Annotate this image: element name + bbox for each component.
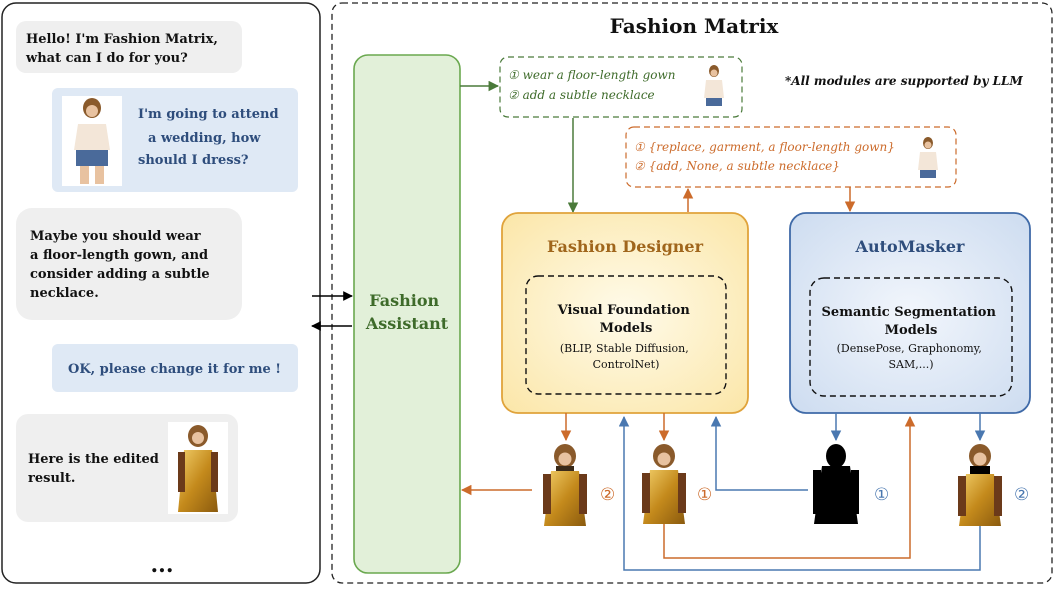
chat-bubble-1: [16, 21, 242, 73]
plan-step-1: ① wear a floor-length gown: [508, 68, 675, 82]
chat-bubble-3: [16, 208, 242, 320]
chat-msg3-line4: necklace.: [30, 286, 99, 301]
svg-text:Hello! I'm Fashion Matrix,: Hello! I'm Fashion Matrix, what can I do…: [25, 32, 222, 66]
parsed-thumbnail: [918, 137, 938, 178]
mask-image-1: [813, 444, 859, 524]
assistant-label-line2: Assistant: [365, 314, 449, 333]
svg-text:Fashion Assistant: Fashion Assistant: [365, 291, 449, 333]
fashion-designer-box: [501, 212, 749, 414]
svg-text:Visual Foundation Models: Visual Foundation Models: [557, 303, 695, 336]
svg-text:Here is the edited result.: Here is the edited result.: [28, 452, 163, 486]
svg-text:① wear a floor-length gown: ① wear a floor-length gown ② add a subtl…: [508, 68, 679, 102]
plan-box: [499, 56, 743, 118]
arrow-mask2-to-designer: [618, 415, 981, 571]
chat-msg1-line1: Hello! I'm Fashion Matrix,: [26, 32, 218, 47]
arrow-result1-to-automasker: [663, 415, 916, 559]
parsed-step-2: ② {add, None, a subtle necklace}: [634, 159, 840, 173]
chat-msg2-line2: a wedding, how: [148, 131, 261, 146]
designer-inner-title-1: Visual Foundation: [557, 303, 691, 318]
chat-ellipsis: ...: [151, 552, 174, 578]
svg-text:Maybe you should wear a fl: Maybe you should wear a floor-length gow…: [30, 229, 214, 301]
svg-text:(DensePose, Graphonomy, SA: (DensePose, Graphonomy, SAM,...): [837, 342, 986, 371]
chat-msg5-line1: Here is the edited: [28, 452, 159, 467]
fashion-assistant-box: [353, 54, 461, 574]
llm-note: *All modules are supported by LLM: [785, 74, 1023, 88]
result-image-2: [543, 444, 587, 526]
arrow-mask1-to-designer: [710, 415, 808, 491]
automasker-inner-title-1: Semantic Segmentation: [822, 305, 997, 320]
chat-msg4: OK, please change it for me !: [68, 362, 281, 377]
designer-title: Fashion Designer: [547, 237, 704, 256]
parsed-step-1: ① {replace, garment, a floor-length gown…: [634, 140, 895, 154]
mask-label-2: ②: [1014, 485, 1029, 505]
mask-image-2: [958, 444, 1002, 526]
result-photo-chat: [168, 422, 228, 514]
automasker-inner-sub-1: (DensePose, Graphonomy,: [837, 342, 982, 355]
diagram-title: Fashion Matrix: [610, 14, 780, 38]
chat-bubble-4: [52, 344, 298, 392]
automasker-inner-sub-2: SAM,...): [888, 358, 933, 371]
automasker-inner-box: [809, 277, 1013, 397]
mask-label-1: ①: [874, 485, 889, 505]
automasker-title: AutoMasker: [855, 237, 965, 256]
chat-msg3-line2: a floor-length gown, and: [30, 248, 208, 263]
svg-text:① {replace, garment, a floor-l: ① {replace, garment, a floor-length gown…: [634, 140, 899, 173]
fashion-matrix-frame: [331, 2, 1053, 584]
chat-msg2-line3: should I dress?: [138, 153, 249, 168]
chat-msg3-line1: Maybe you should wear: [30, 229, 201, 244]
result-label-1: ①: [697, 485, 712, 505]
designer-inner-sub-2: ControlNet): [593, 358, 660, 371]
chat-msg1-line2: what can I do for you?: [25, 51, 188, 66]
chat-msg2-line1: I'm going to attend: [138, 107, 279, 122]
designer-inner-box: [525, 275, 727, 395]
chat-msg3-line3: consider adding a subtle: [30, 267, 210, 282]
automasker-inner-title-2: Models: [885, 323, 938, 338]
svg-text:I'm going to attend a wedd: I'm going to attend a wedding, how shoul…: [138, 107, 283, 168]
designer-inner-title-2: Models: [600, 321, 653, 336]
plan-step-2: ② add a subtle necklace: [508, 88, 655, 102]
automasker-box: [789, 212, 1031, 414]
chat-msg5-line2: result.: [28, 471, 75, 486]
assistant-label-line1: Fashion: [369, 291, 439, 310]
svg-text:(BLIP, Stable Diffusion, C: (BLIP, Stable Diffusion, ControlNet): [560, 342, 692, 371]
result-label-2: ②: [600, 485, 615, 505]
parsed-box: [625, 126, 957, 188]
user-photo: [62, 96, 122, 186]
designer-inner-sub-1: (BLIP, Stable Diffusion,: [560, 342, 689, 355]
result-image-1: [642, 444, 686, 524]
plan-thumbnail: [704, 65, 724, 106]
svg-text:Semantic Segmentation Mode: Semantic Segmentation Models: [822, 305, 1001, 338]
